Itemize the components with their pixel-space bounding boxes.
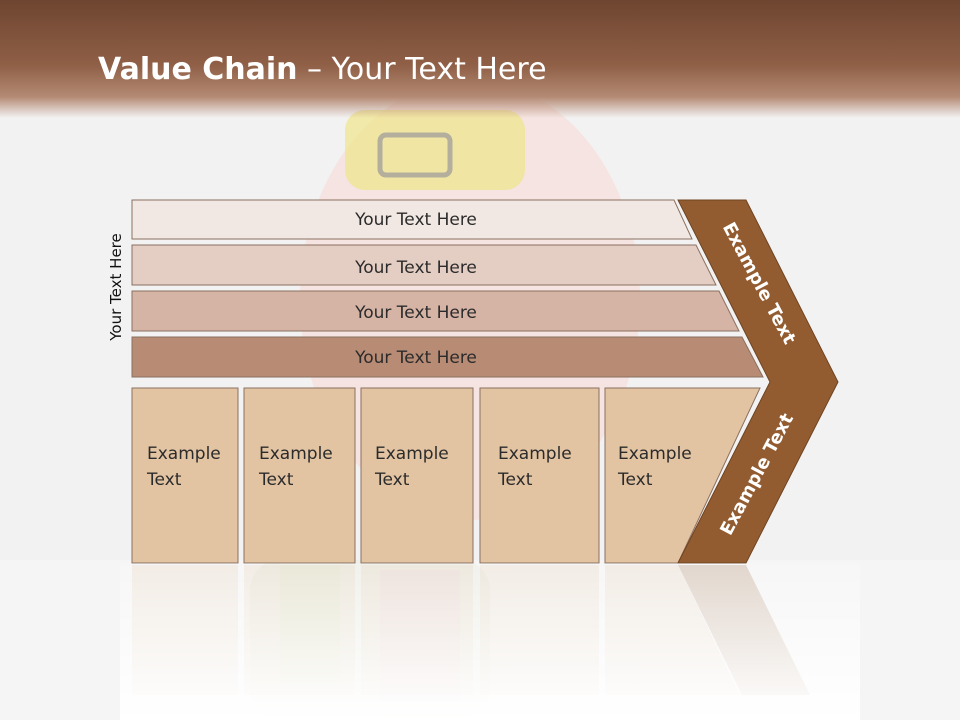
activity-card-5-line2: Text: [617, 470, 653, 490]
title-bold: Value Chain: [98, 52, 298, 87]
band-4: [131, 336, 764, 378]
activity-card-4-line2: Text: [497, 470, 533, 490]
activity-card-2-line1: Example: [259, 444, 333, 464]
band-1-label: Your Text Here: [354, 210, 477, 230]
activity-card-1: [131, 387, 239, 564]
activity-card-4-line1: Example: [498, 444, 572, 464]
activity-card-1-line1: Example: [147, 444, 221, 464]
band-2: [131, 244, 717, 286]
page-title: Value Chain – Your Text Here: [98, 52, 547, 87]
activity-card-2: [243, 387, 356, 564]
activity-card-3: [360, 387, 474, 564]
reflection-fade: [120, 563, 860, 720]
activity-card-4: [479, 387, 600, 564]
band-2-label: Your Text Here: [354, 258, 477, 278]
activity-card-2-line2: Text: [258, 470, 294, 490]
activity-card-5-line1: Example: [618, 444, 692, 464]
header-bar: [0, 0, 960, 118]
band-1: [131, 199, 693, 240]
band-3: [131, 290, 740, 332]
title-rest: – Your Text Here: [297, 52, 547, 87]
activity-card-3-line1: Example: [375, 444, 449, 464]
activity-card-3-line2: Text: [374, 470, 410, 490]
band-3-label: Your Text Here: [354, 303, 477, 323]
activity-card-1-line2: Text: [146, 470, 182, 490]
band-4-label: Your Text Here: [354, 348, 477, 368]
